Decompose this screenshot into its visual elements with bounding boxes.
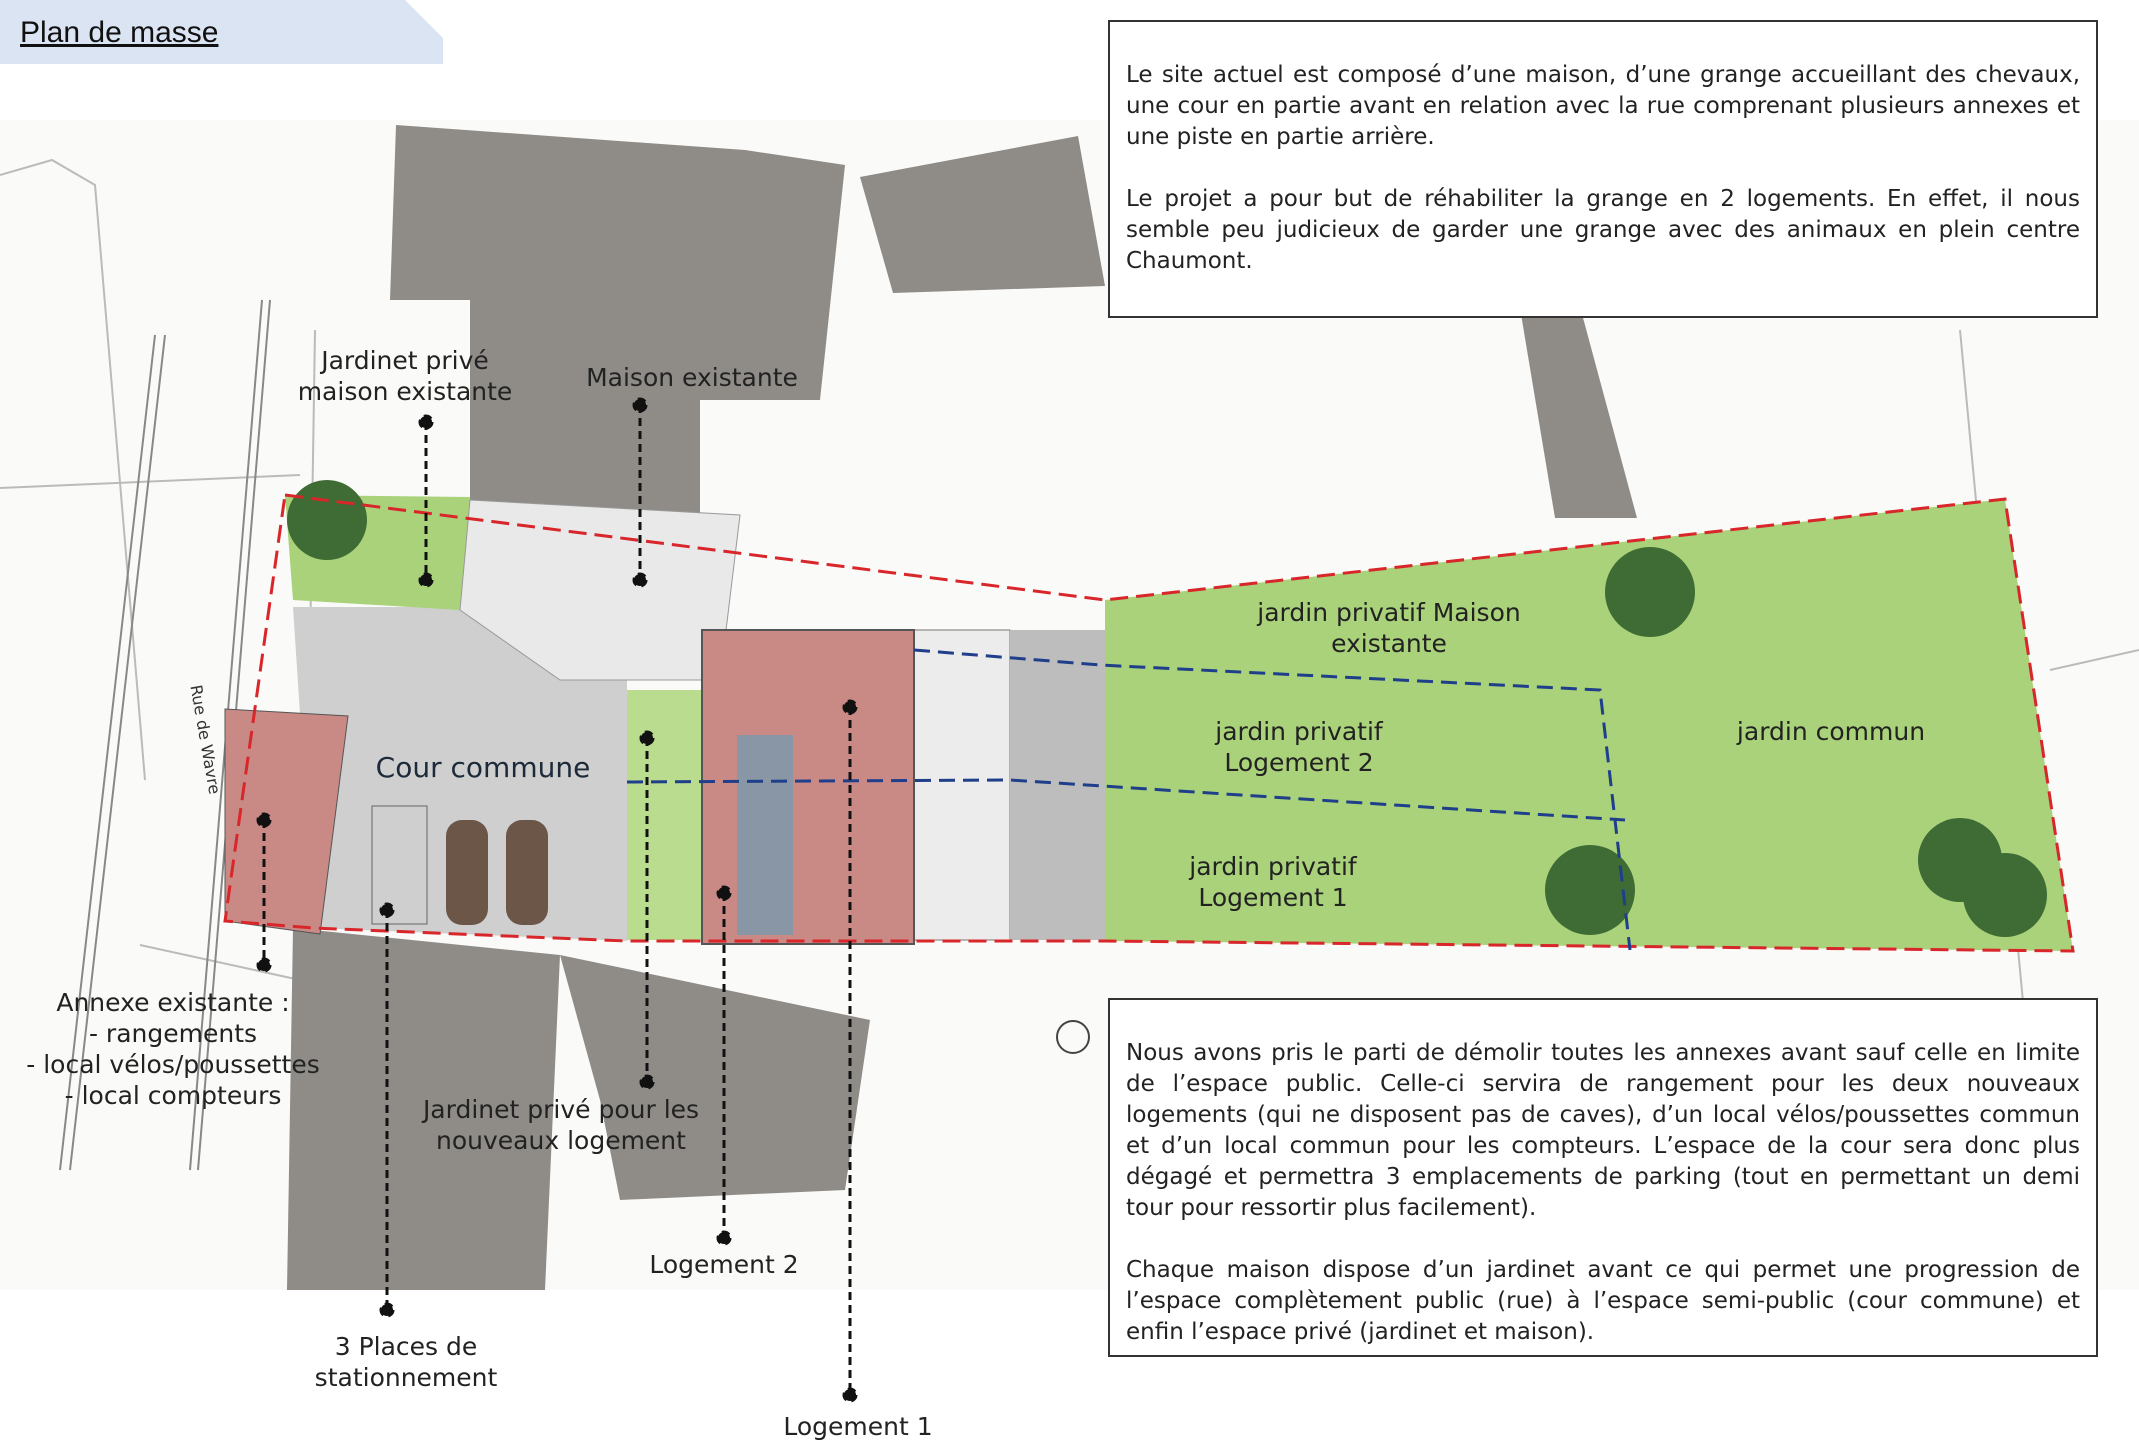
label-jardin-commun: jardin commun <box>1736 717 1926 746</box>
site-boundary <box>223 493 2075 953</box>
tree-icon <box>1605 547 1695 637</box>
label-line: Logement 1 <box>1198 883 1348 912</box>
label-line: Jardinet privé <box>321 346 489 375</box>
label-line: 3 Places de <box>334 1332 478 1361</box>
description-top: Le site actuel est composé d’une maison,… <box>1108 20 2098 318</box>
front-gardens <box>627 690 702 940</box>
label-annexe: Annexe existante : - rangements - local … <box>26 987 319 1111</box>
label-line: jardin privatif Maison <box>1257 598 1521 627</box>
label-maison-existante: Maison existante <box>586 363 798 392</box>
label-line: nouveaux logement <box>436 1126 686 1155</box>
label-line: - rangements <box>88 1019 258 1048</box>
description-bottom: Nous avons pris le parti de démolir tout… <box>1108 998 2098 1357</box>
label-logement-1: Logement 1 <box>783 1412 933 1441</box>
logements-roof <box>701 629 915 945</box>
page-title: Plan de masse <box>20 16 219 49</box>
label-line: Jardinet privé pour les <box>422 1095 700 1124</box>
title-tab: Plan de masse <box>0 0 443 64</box>
tree-icon <box>1963 853 2047 937</box>
parking-car-1 <box>446 820 488 925</box>
label-line: Logement 2 <box>1224 748 1374 777</box>
north-arrow-icon <box>1056 1020 1090 1054</box>
label-line: stationnement <box>314 1363 498 1392</box>
label-line: - local vélos/poussettes <box>26 1050 320 1079</box>
new-houses-annex <box>913 629 1011 941</box>
parking-space <box>371 805 428 925</box>
gardens-back <box>1105 499 2073 951</box>
site <box>223 480 2075 1054</box>
private-limit-line <box>626 778 1626 822</box>
leader-lines <box>256 397 858 1403</box>
description-paragraph: Nous avons pris le parti de démolir tout… <box>1126 1040 2080 1221</box>
label-line: Annexe existante : <box>56 988 290 1017</box>
parking-car-2 <box>506 820 548 925</box>
label-line: maison existante <box>297 377 513 406</box>
label-logement-2: Logement 2 <box>649 1250 799 1279</box>
existing-house-roof <box>459 499 741 681</box>
label-line: jardin privatif <box>1189 852 1357 881</box>
label-line: - local compteurs <box>64 1081 282 1110</box>
label-line: jardin privatif <box>1215 717 1383 746</box>
label-line: existante <box>1331 629 1447 658</box>
annex-roof <box>224 708 349 935</box>
label-cour-commune: Cour commune <box>375 751 591 784</box>
neighbour-buildings <box>287 125 1637 1290</box>
description-paragraph: Le site actuel est composé d’une maison,… <box>1126 62 2080 150</box>
description-paragraph: Le projet a pour but de réhabiliter la g… <box>1126 186 2080 274</box>
description-paragraph: Chaque maison dispose d’un jardinet avan… <box>1126 1257 2080 1345</box>
tree-icon <box>287 480 367 560</box>
solar-panels <box>737 735 793 935</box>
tree-icon <box>1545 845 1635 935</box>
